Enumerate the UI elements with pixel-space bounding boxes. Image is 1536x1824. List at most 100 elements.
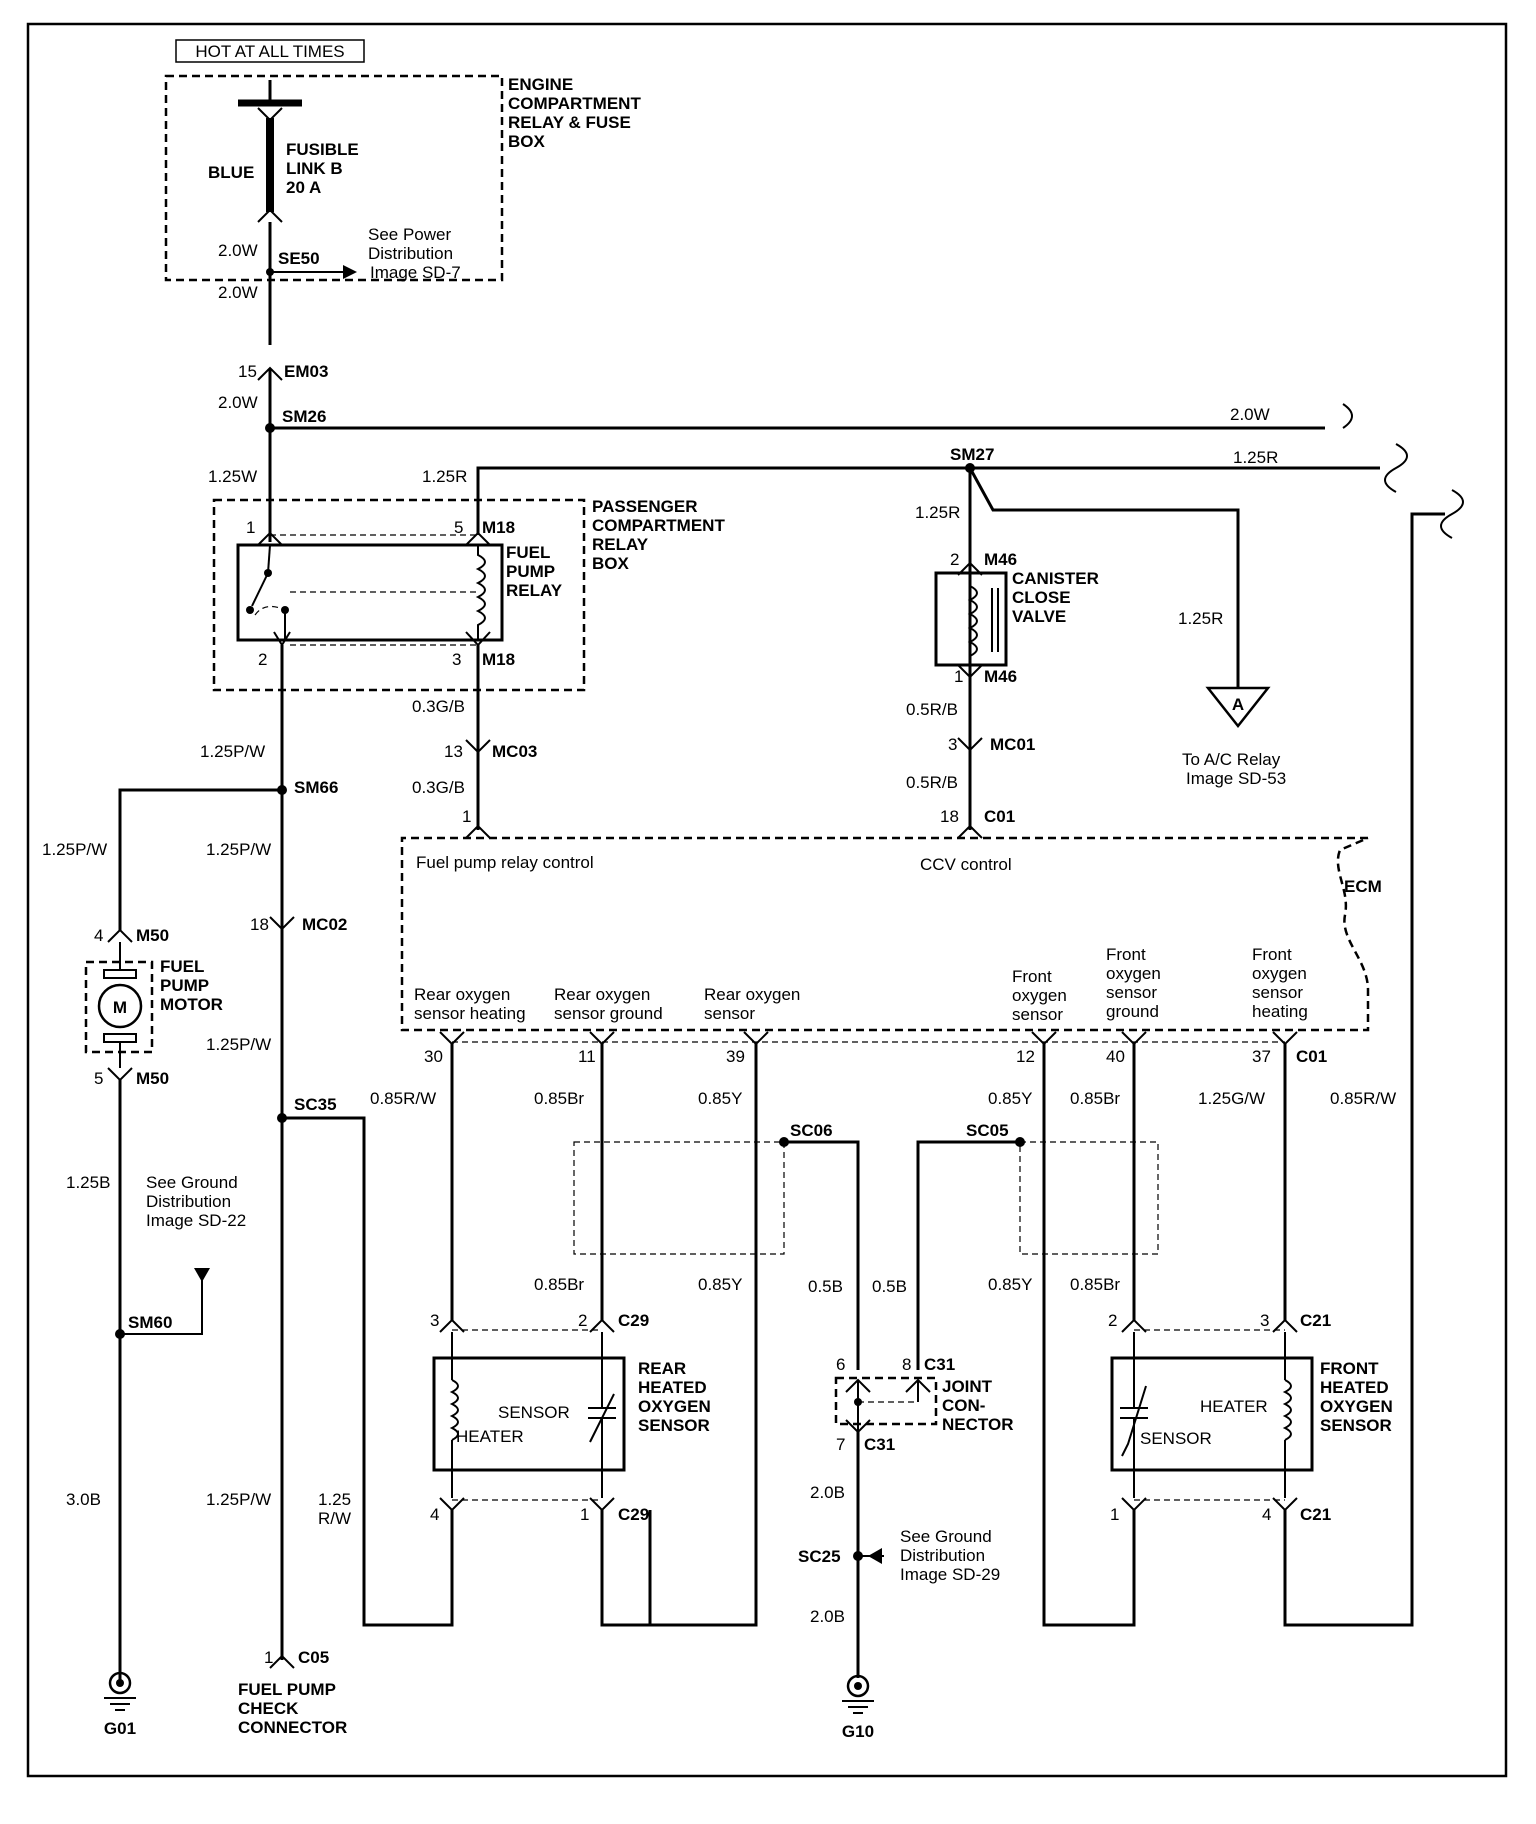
hot-at-all-times-box [175,39,365,63]
svg-text:0.85Y: 0.85Y [698,1089,742,1108]
svg-text:1.25P/W: 1.25P/W [206,1035,271,1054]
svg-text:0.85Y: 0.85Y [988,1275,1032,1294]
svg-text:Image SD-7: Image SD-7 [370,263,461,282]
svg-text:0.85Br: 0.85Br [534,1275,584,1294]
canister-close-valve-label: CANISTER CLOSE VALVE [1012,569,1099,626]
joint-connector [834,1376,938,1426]
svg-text:3.0B: 3.0B [66,1490,101,1509]
svg-text:sensor ground: sensor ground [554,1004,663,1023]
svg-text:1: 1 [1110,1505,1119,1524]
fuel-pump-check-connector: FUEL PUMP CHECK CONNECTOR [238,1680,347,1737]
svg-text:3: 3 [452,650,461,669]
svg-text:Front: Front [1012,967,1052,986]
ecm-box [400,836,1370,1032]
svg-text:CHECK: CHECK [238,1699,299,1718]
svg-text:0.85R/W: 0.85R/W [1330,1089,1396,1108]
power-ref-arrow [343,265,357,279]
relay-coil [475,545,486,640]
svg-text:0.5R/B: 0.5R/B [906,700,958,719]
svg-text:2: 2 [258,650,267,669]
svg-text:SM60: SM60 [128,1313,172,1332]
svg-text:C01: C01 [984,807,1015,826]
svg-text:2.0W: 2.0W [1230,405,1270,424]
svg-text:C31: C31 [864,1435,895,1454]
svg-text:0.5R/B: 0.5R/B [906,773,958,792]
svg-text:0.85Y: 0.85Y [988,1089,1032,1108]
svg-text:sensor heating: sensor heating [414,1004,526,1023]
svg-text:39: 39 [726,1047,745,1066]
fuel-pump-relay-label: FUEL PUMP RELAY [506,543,563,600]
svg-text:HEATER: HEATER [456,1427,524,1446]
svg-text:MOTOR: MOTOR [160,995,223,1014]
fuel-pump-motor [97,983,143,1029]
engine-compartment-title: ENGINE COMPARTMENT RELAY & FUSE BOX [508,75,641,151]
svg-text:7: 7 [836,1435,845,1454]
svg-text:Front: Front [1106,945,1146,964]
svg-text:15: 15 [238,362,257,381]
ecm-label-ccv-control: CCV control [920,855,1012,874]
svg-text:2.0W: 2.0W [218,393,258,412]
svg-text:oxygen: oxygen [1012,986,1067,1005]
svg-text:VALVE: VALVE [1012,607,1066,626]
ecm-label-rear-oxygen-sensor-ground: Rear oxygen sensor ground [554,985,663,1023]
power-distribution-ref: See Power Distribution Image SD-7 [368,225,461,282]
svg-text:12: 12 [1016,1047,1035,1066]
svg-text:heating: heating [1252,1002,1308,1021]
svg-text:M50: M50 [136,1069,169,1088]
svg-text:18: 18 [940,807,959,826]
ecm-label-rear-oxygen-sensor-heating: Rear oxygen sensor heating [414,985,526,1023]
svg-text:Front: Front [1252,945,1292,964]
svg-text:1.25R: 1.25R [1233,448,1278,467]
svg-text:1: 1 [264,1648,273,1667]
svg-text:oxygen: oxygen [1252,964,1307,983]
svg-text:5: 5 [454,518,463,537]
svg-text:1: 1 [462,807,471,826]
svg-text:SENSOR: SENSOR [1320,1416,1392,1435]
svg-text:C29: C29 [618,1311,649,1330]
diagram-frame [26,22,1508,1778]
svg-text:ground: ground [1106,1002,1159,1021]
svg-text:SENSOR: SENSOR [1140,1429,1212,1448]
svg-text:0.85Y: 0.85Y [698,1275,742,1294]
ecm-label-front-oxygen-sensor: Front oxygen sensor [1012,967,1067,1024]
svg-text:MC02: MC02 [302,915,347,934]
svg-text:SENSOR: SENSOR [498,1403,570,1422]
svg-text:M46: M46 [984,550,1017,569]
svg-text:0.85Br: 0.85Br [534,1089,584,1108]
svg-text:PUMP: PUMP [506,562,555,581]
svg-text:1.25P/W: 1.25P/W [206,1490,271,1509]
canister-close-valve [934,571,1008,667]
svg-text:R/W: R/W [318,1509,351,1528]
svg-text:1: 1 [954,667,963,686]
svg-text:30: 30 [424,1047,443,1066]
ground-g01-icon [104,1671,136,1711]
svg-text:2.0B: 2.0B [810,1483,845,1502]
svg-text:3: 3 [1260,1311,1269,1330]
svg-text:0.85R/W: 0.85R/W [370,1089,436,1108]
wire-1-25rw: 1.25 R/W [318,1490,351,1528]
svg-text:RELAY: RELAY [506,581,563,600]
c01-bottom-pins: 30 11 39 12 40 37 [424,1047,1271,1066]
svg-text:Distribution: Distribution [368,244,453,263]
svg-text:2: 2 [950,550,959,569]
svg-text:SC05: SC05 [966,1121,1009,1140]
front-heated-oxygen-sensor [1110,1356,1314,1472]
ecm-label-rear-oxygen-sensor: Rear oxygen sensor [704,985,800,1023]
svg-text:1.25P/W: 1.25P/W [42,840,107,859]
svg-text:6: 6 [836,1355,845,1374]
svg-text:1.25R: 1.25R [422,467,467,486]
svg-text:ENGINE: ENGINE [508,75,573,94]
svg-text:PASSENGER: PASSENGER [592,497,698,516]
svg-text:8: 8 [902,1355,911,1374]
svg-text:oxygen: oxygen [1106,964,1161,983]
svg-text:MC03: MC03 [492,742,537,761]
svg-text:RELAY & FUSE: RELAY & FUSE [508,113,631,132]
svg-text:1.25P/W: 1.25P/W [200,742,265,761]
svg-text:2: 2 [578,1311,587,1330]
svg-text:sensor: sensor [1106,983,1157,1002]
svg-text:To A/C Relay: To A/C Relay [1182,750,1281,769]
svg-text:3: 3 [430,1311,439,1330]
svg-text:FUEL: FUEL [160,957,204,976]
svg-text:sensor: sensor [704,1004,755,1023]
